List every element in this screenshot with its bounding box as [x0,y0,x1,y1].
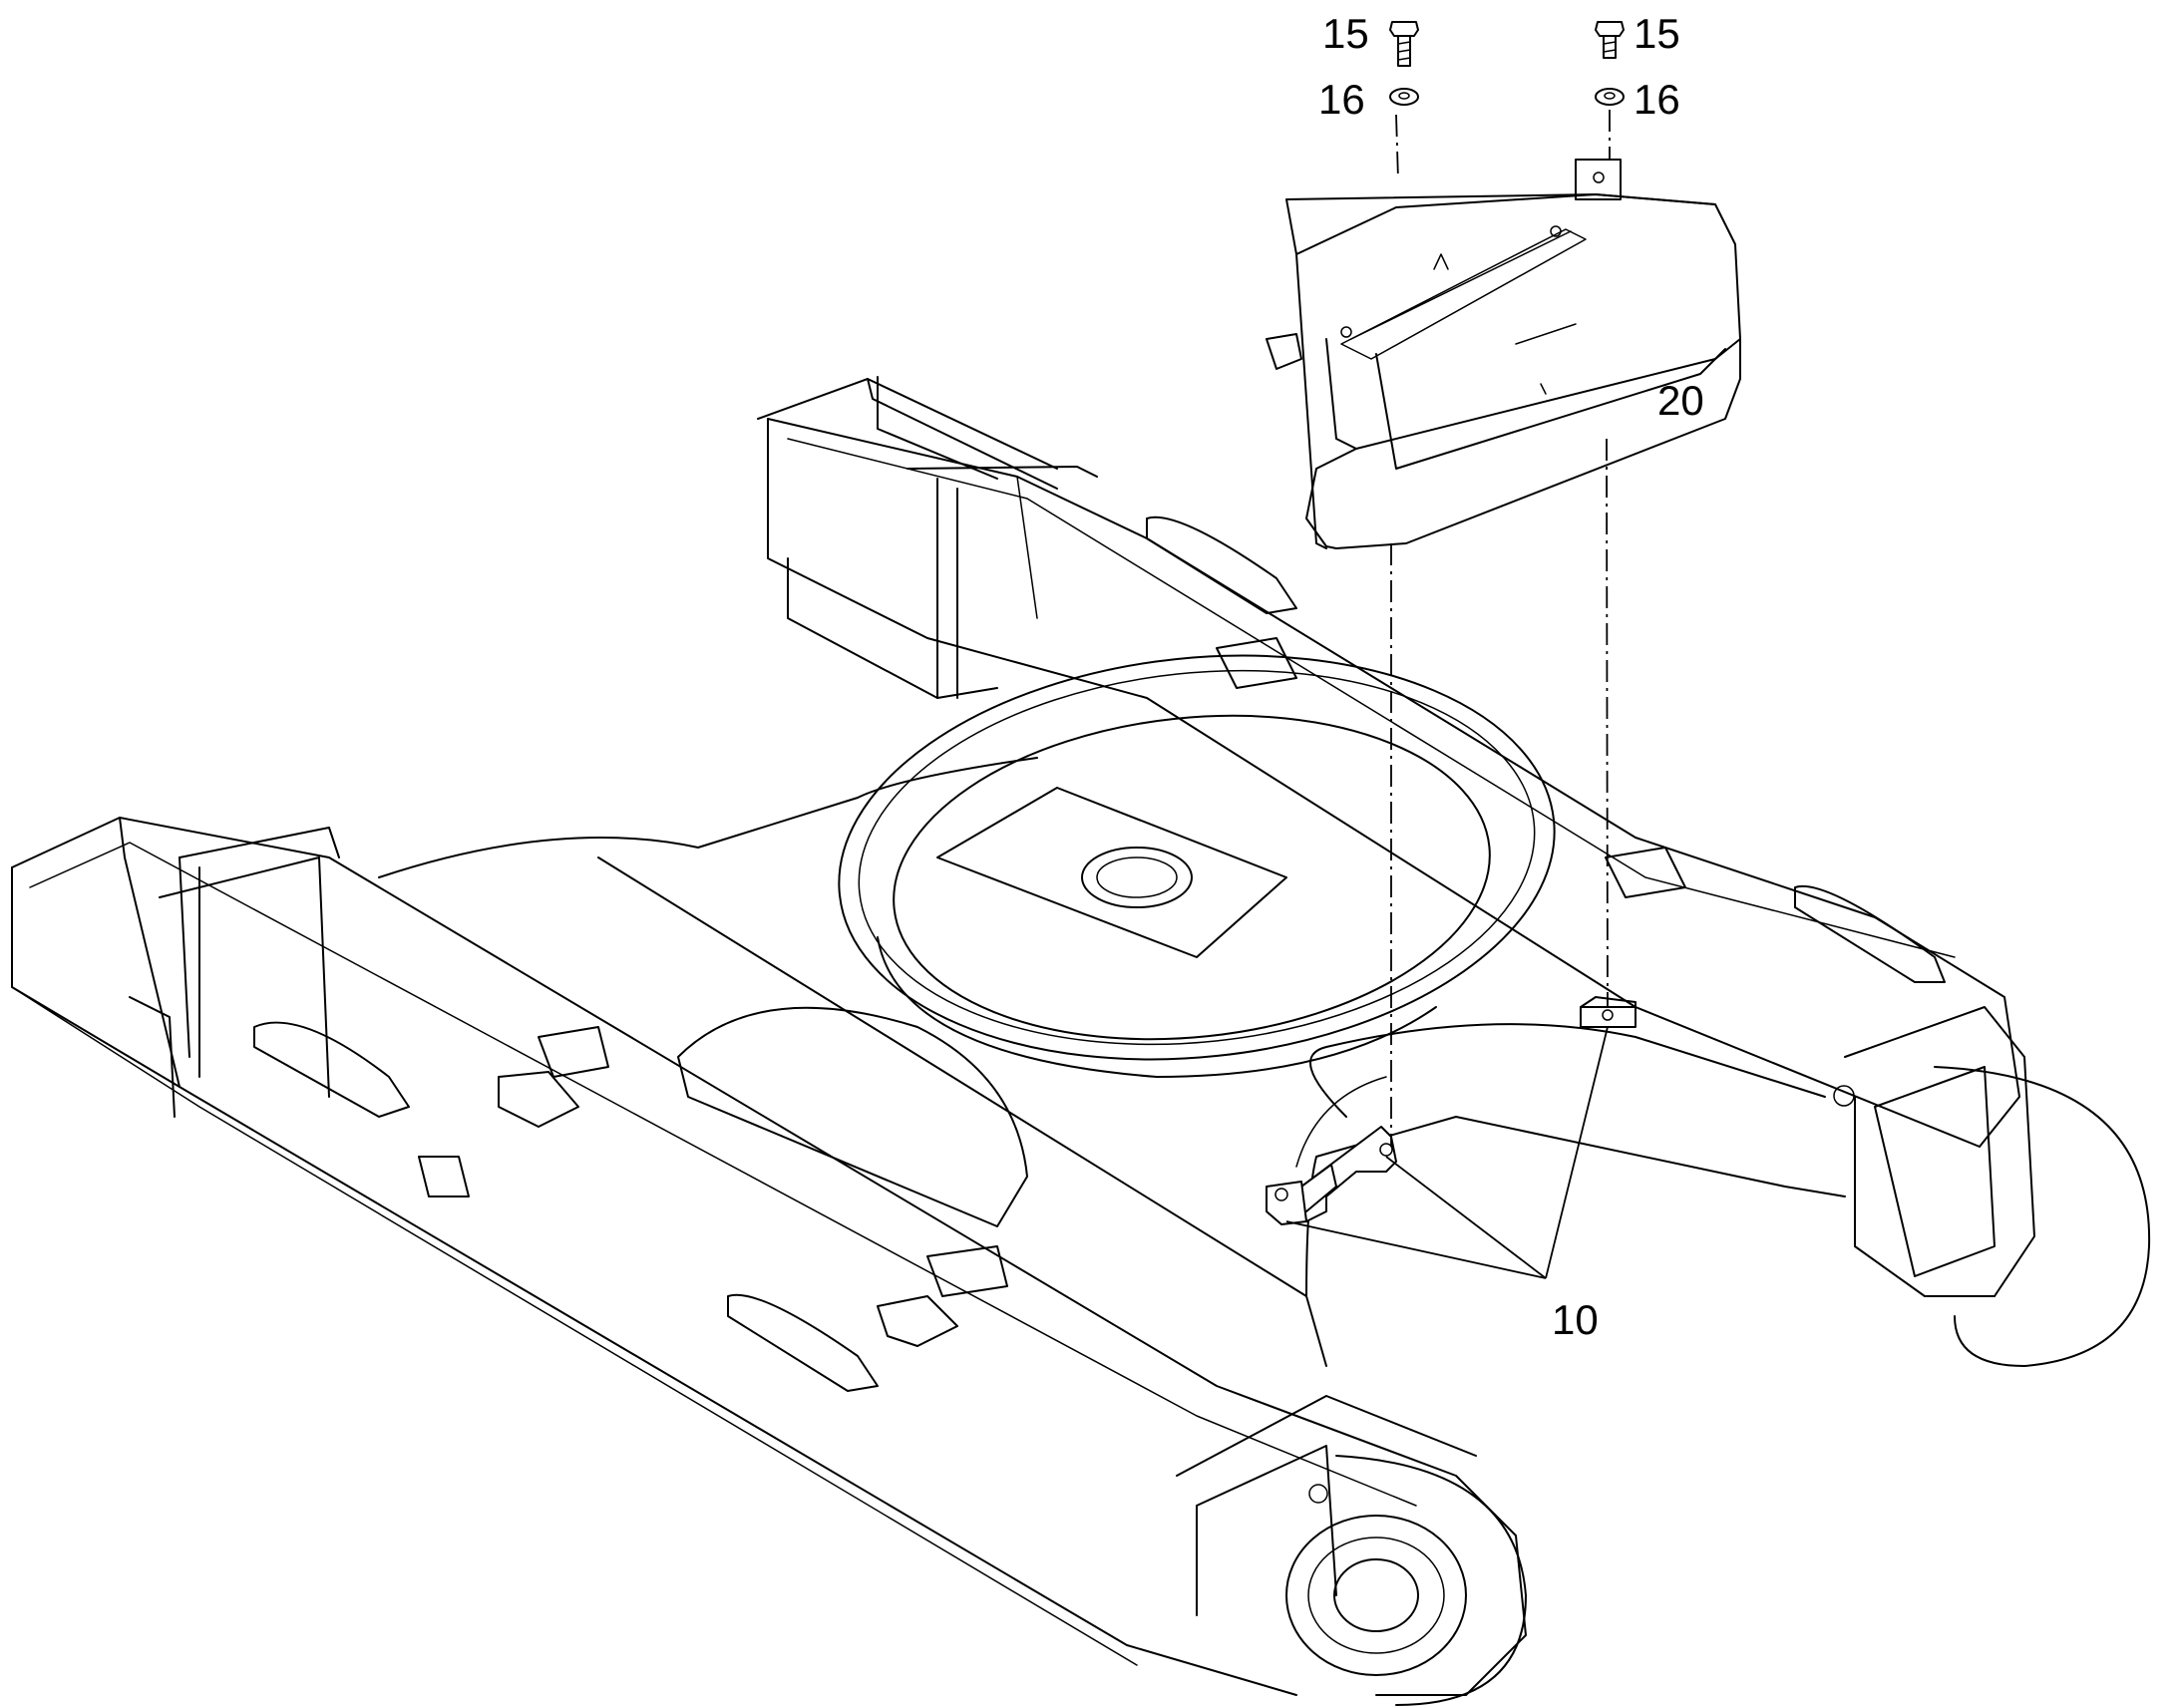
callout-cover: 20 [1657,377,1704,424]
callout-bolt-left: 15 [1322,10,1369,57]
mounting-brackets [1266,996,1636,1225]
undercarriage-frame [11,376,2151,1706]
callout-washer-left: 16 [1318,76,1365,123]
assembly-lines [1390,110,1611,1147]
washer-icon [1595,88,1625,106]
leader-lines [1285,1026,1609,1279]
callout-bolt-right: 15 [1634,10,1680,57]
callout-washer-right: 16 [1634,76,1680,123]
hex-bolt-icon [1389,21,1419,67]
hex-bolt-icon [1595,21,1625,59]
washer-icon [1389,88,1419,106]
callout-brackets: 10 [1552,1296,1599,1343]
cover-assembly [1266,159,1741,549]
